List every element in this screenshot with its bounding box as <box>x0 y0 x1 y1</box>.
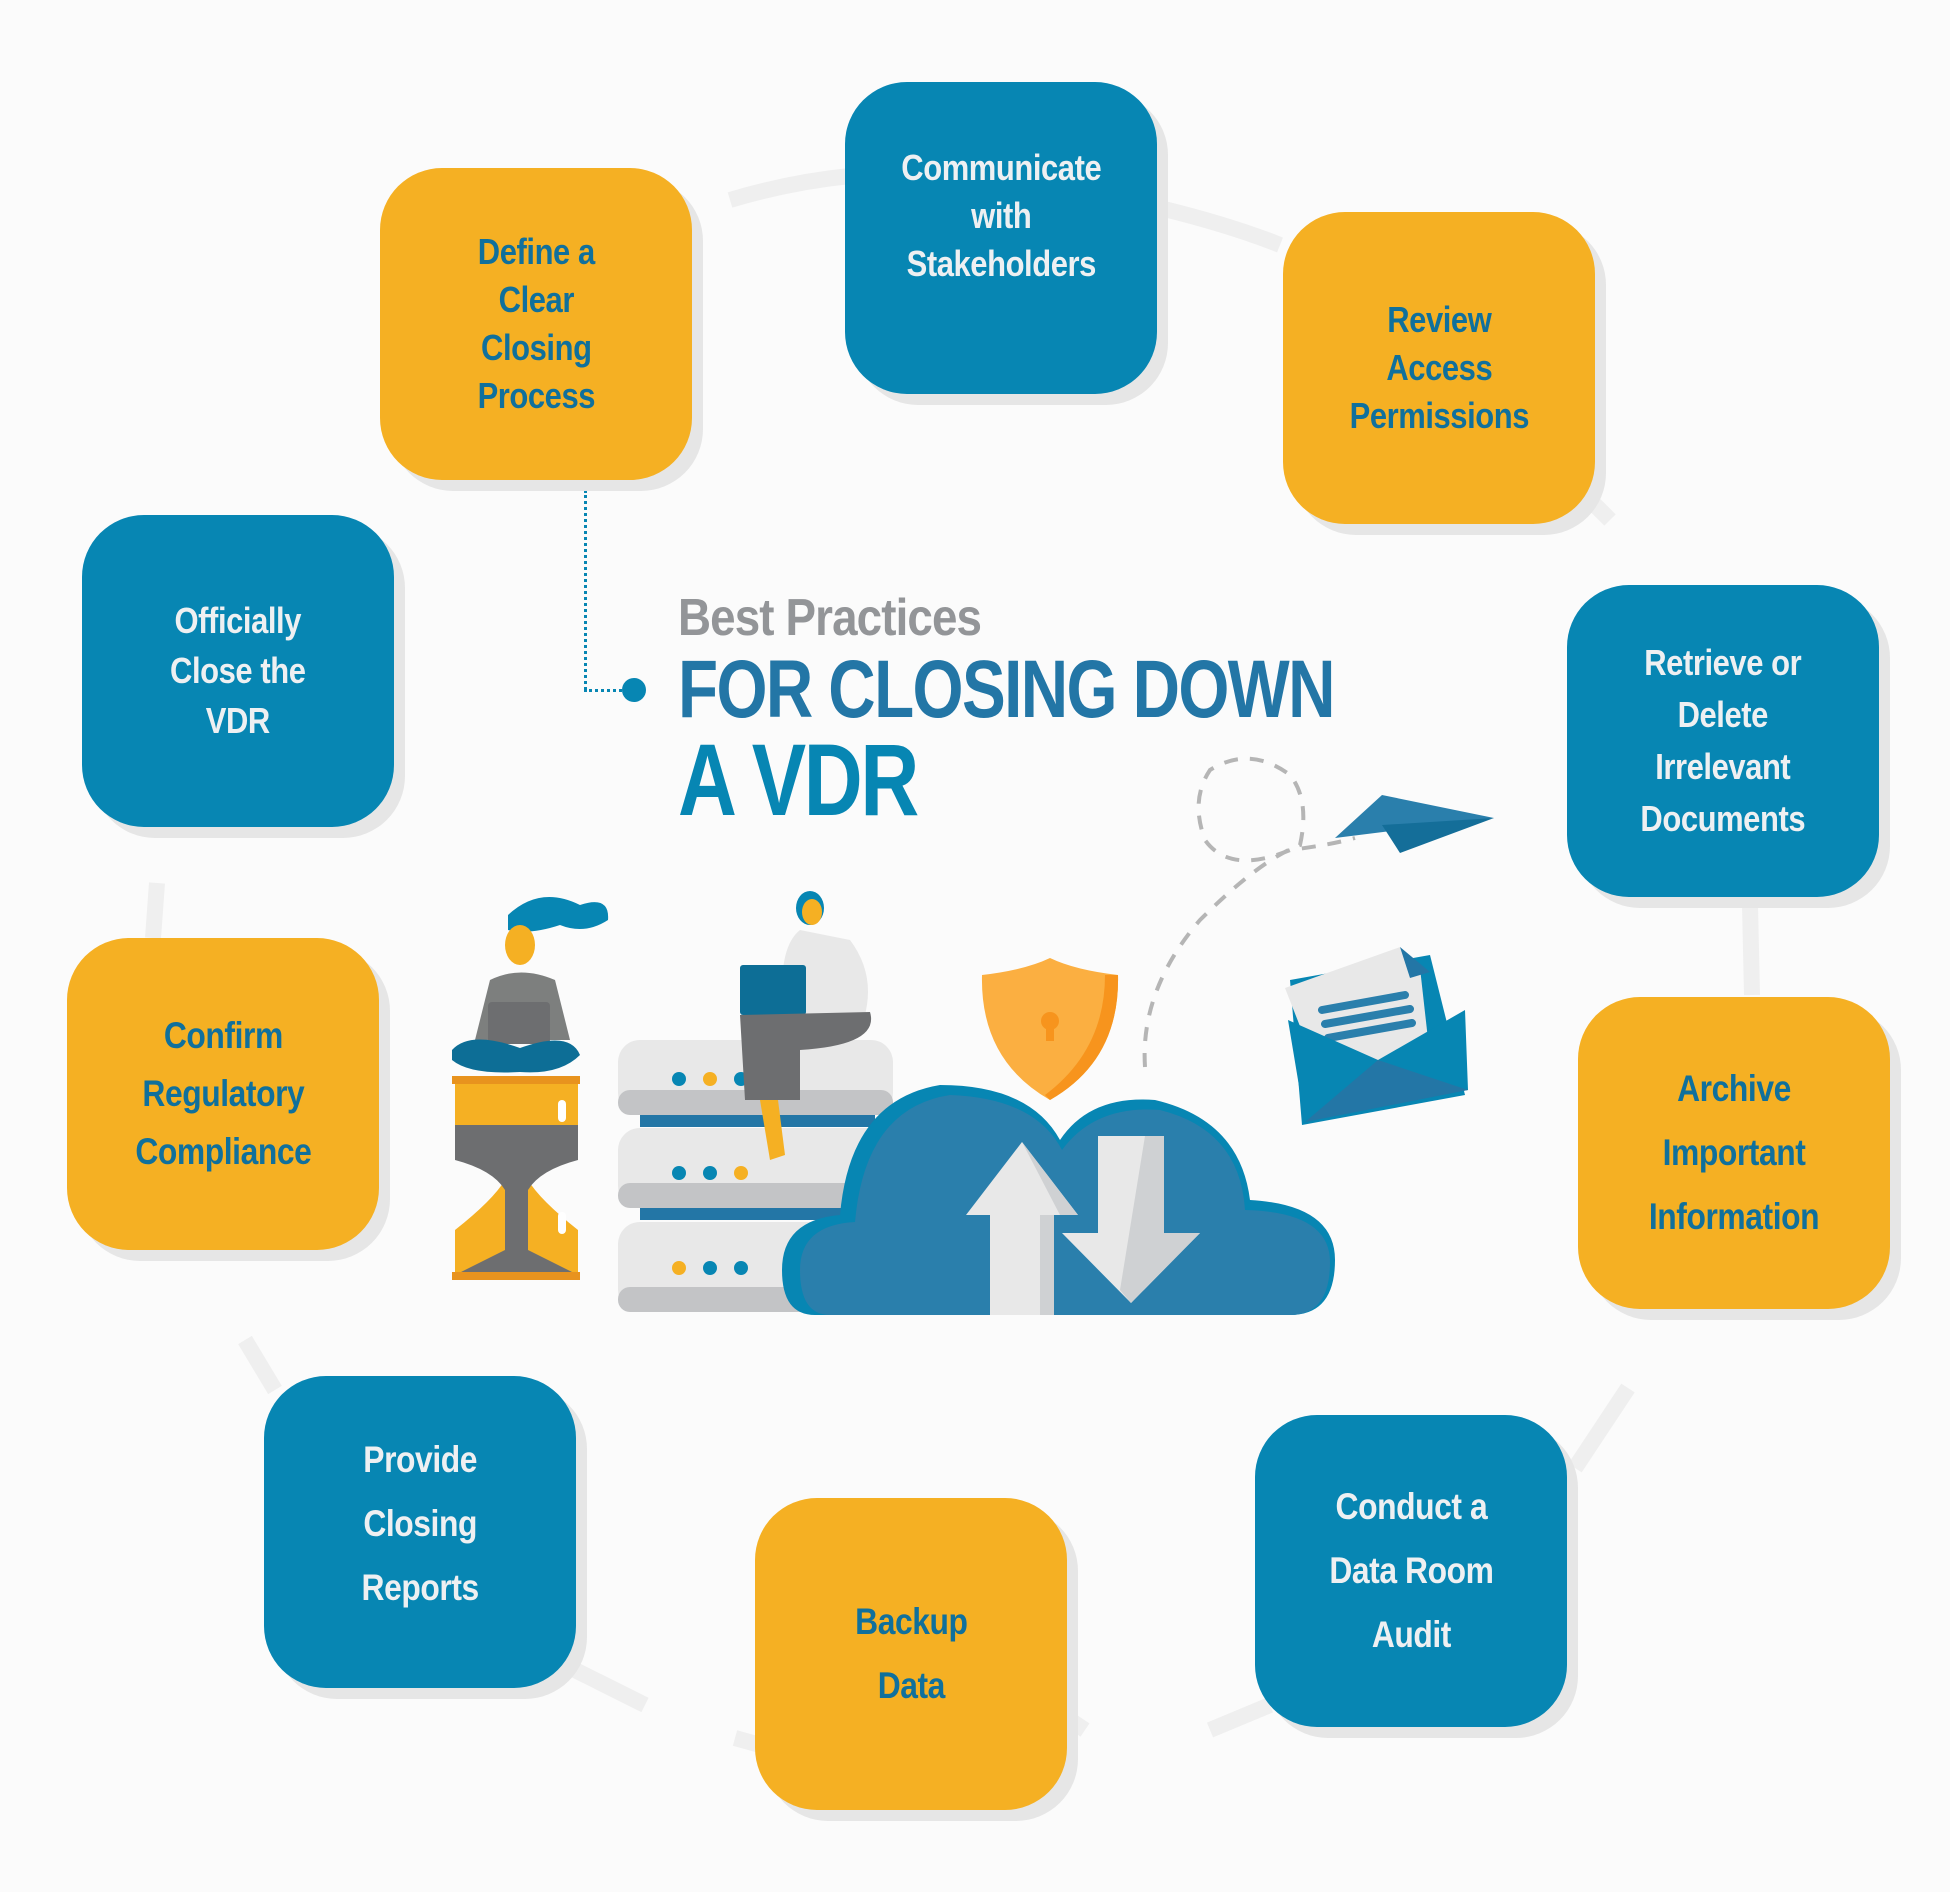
ring-segment <box>145 882 165 939</box>
paper-plane-trail <box>1142 756 1356 1068</box>
step-label: Confirm Regulatory Compliance <box>134 1015 312 1172</box>
hourglass-icon <box>452 1076 580 1280</box>
ring-segment <box>1584 494 1616 526</box>
step-card-backup-data: Backup Data <box>755 1498 1067 1810</box>
step-card-close-vdr: Officially Close the VDR <box>82 515 394 827</box>
step-label: Backup Data <box>854 1601 968 1706</box>
ring-segment <box>1568 1383 1635 1473</box>
step-card-retrieve-delete-documents: Retrieve or Delete Irrelevant Documents <box>1567 585 1879 897</box>
ring-segment <box>1206 1697 1274 1738</box>
paper-plane-icon <box>1335 795 1494 853</box>
step-card-archive-information: Archive Important Information <box>1578 997 1890 1309</box>
step-label: Retrieve or Delete Irrelevant Documents <box>1640 642 1806 839</box>
dotted-connector-vertical <box>584 490 587 690</box>
step-label: Conduct a Data Room Audit <box>1328 1486 1494 1655</box>
step-label: Define a Clear Closing Process <box>477 231 595 416</box>
cloud-sync-icon <box>782 1085 1335 1315</box>
ring-segment <box>1158 200 1283 253</box>
step-card-data-room-audit: Conduct a Data Room Audit <box>1255 1415 1567 1727</box>
title-line-2: A VDR <box>678 723 919 837</box>
step-card-regulatory-compliance: Confirm Regulatory Compliance <box>67 938 379 1250</box>
person-with-laptop-icon <box>740 891 872 1160</box>
step-card-communicate-stakeholders: Communicate with Stakeholders <box>845 82 1157 394</box>
step-card-review-access-permissions: Review Access Permissions <box>1283 212 1595 524</box>
title-block: Best Practices FOR CLOSING DOWN A VDR <box>678 589 1498 837</box>
step-label: Review Access Permissions <box>1349 299 1529 436</box>
central-illustration <box>452 756 1494 1315</box>
ring-segment <box>727 168 851 208</box>
dotted-connector-horizontal <box>584 689 634 692</box>
step-label: Communicate with Stakeholders <box>900 147 1101 284</box>
step-card-define-closing-process: Define a Clear Closing Process <box>380 168 692 480</box>
step-label: Provide Closing Reports <box>361 1439 479 1608</box>
shield-lock-icon <box>981 958 1119 1100</box>
ring-segment <box>238 1335 282 1395</box>
ring-segment <box>571 1662 649 1713</box>
step-card-closing-reports: Provide Closing Reports <box>264 1376 576 1688</box>
ring-segment <box>1742 904 1760 996</box>
envelope-icon <box>1285 947 1468 1125</box>
title-subtitle: Best Practices <box>678 589 982 647</box>
step-label: Archive Important Information <box>1648 1068 1820 1237</box>
ring-segment <box>1065 1713 1090 1737</box>
person-sitting-icon <box>452 897 609 1073</box>
title-line-1: FOR CLOSING DOWN <box>678 644 1335 735</box>
connector-dot <box>622 678 646 702</box>
step-label: Officially Close the VDR <box>170 600 306 741</box>
